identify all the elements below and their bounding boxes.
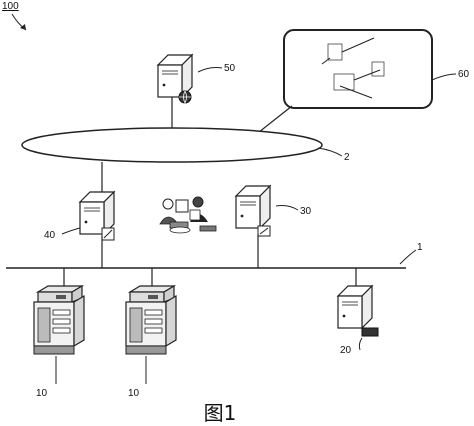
network-ellipse-2 <box>21 127 323 163</box>
web-server-50 <box>157 54 193 104</box>
server-50-label: 50 <box>224 63 236 74</box>
operators-group <box>159 196 217 234</box>
server-30-label: 30 <box>300 206 312 217</box>
server-40 <box>79 191 115 241</box>
system-ref-arrowhead <box>20 24 26 30</box>
leader-40 <box>61 227 81 235</box>
mfp-left-label: 10 <box>36 388 48 399</box>
server-20-label: 20 <box>340 345 352 356</box>
leader-20 <box>358 337 363 351</box>
leader-60 <box>431 73 457 81</box>
mfp-right-label: 10 <box>128 388 140 399</box>
figure-caption: 图1 <box>204 401 237 425</box>
server-20 <box>337 285 379 337</box>
leader-2 <box>317 147 343 157</box>
terminal-contents <box>321 37 385 99</box>
leader-30 <box>275 205 299 211</box>
leader-1 <box>399 249 417 265</box>
leader-50 <box>197 67 223 73</box>
system-ref-label: 100 <box>2 1 19 12</box>
server-40-label: 40 <box>44 230 56 241</box>
network-2-label: 2 <box>344 152 350 163</box>
mfp-device-left <box>33 285 85 355</box>
mfp-device-right <box>125 285 177 355</box>
server-30 <box>235 185 271 237</box>
terminal-box-60 <box>283 29 433 109</box>
card-reader-icon <box>361 327 379 337</box>
terminal-60-label: 60 <box>458 69 470 80</box>
bus-1-label: 1 <box>417 242 423 253</box>
